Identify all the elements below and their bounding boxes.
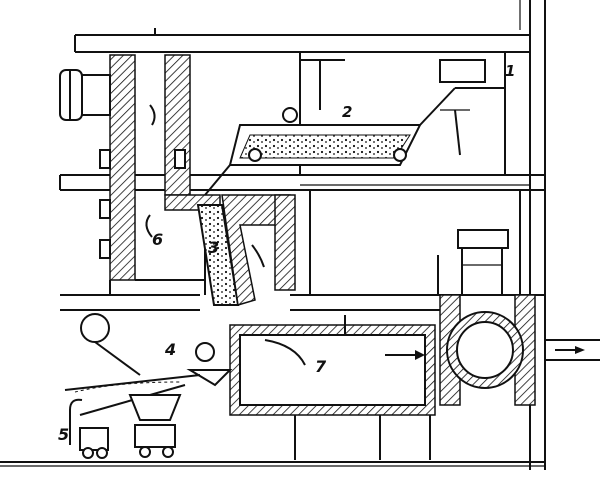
exhaust-ring (437, 228, 600, 406)
conveyor-hopper (204, 59, 505, 196)
flue-shaft (59, 54, 221, 295)
label-5: 5 (58, 425, 69, 444)
label-6: 6 (152, 230, 163, 249)
label-4: 4 (164, 340, 176, 359)
discharge-outlet (64, 313, 233, 416)
feed-chute (196, 194, 296, 306)
kiln-chamber (229, 315, 436, 460)
label-2: 2 (342, 103, 352, 121)
label-3: 3 (208, 238, 219, 257)
label-7: 7 (315, 357, 327, 376)
label-1: 1 (505, 62, 515, 80)
carts (69, 394, 182, 459)
